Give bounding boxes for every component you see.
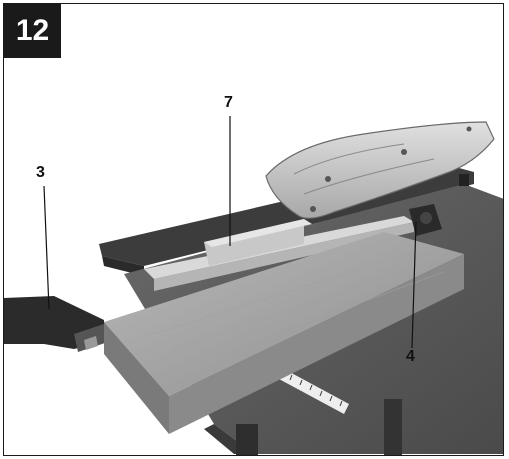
riving-knife [409, 204, 442, 236]
callout-label-riving-knife: 4 [406, 348, 415, 365]
rip-fence [144, 216, 414, 291]
callout-label-push-stick: 3 [36, 164, 45, 181]
saw-base [236, 399, 402, 455]
callout-leader-lines [43, 116, 417, 349]
figure-number-badge: 12 [4, 4, 61, 58]
callout-label-rip-fence: 7 [224, 94, 233, 111]
wood-workpiece [104, 232, 464, 434]
push-stick [4, 296, 108, 352]
blade-guard [265, 121, 495, 219]
ruler-scale [279, 369, 349, 414]
figure-frame: 12 3 7 4 [3, 3, 504, 456]
table-saw-photo [4, 116, 503, 455]
